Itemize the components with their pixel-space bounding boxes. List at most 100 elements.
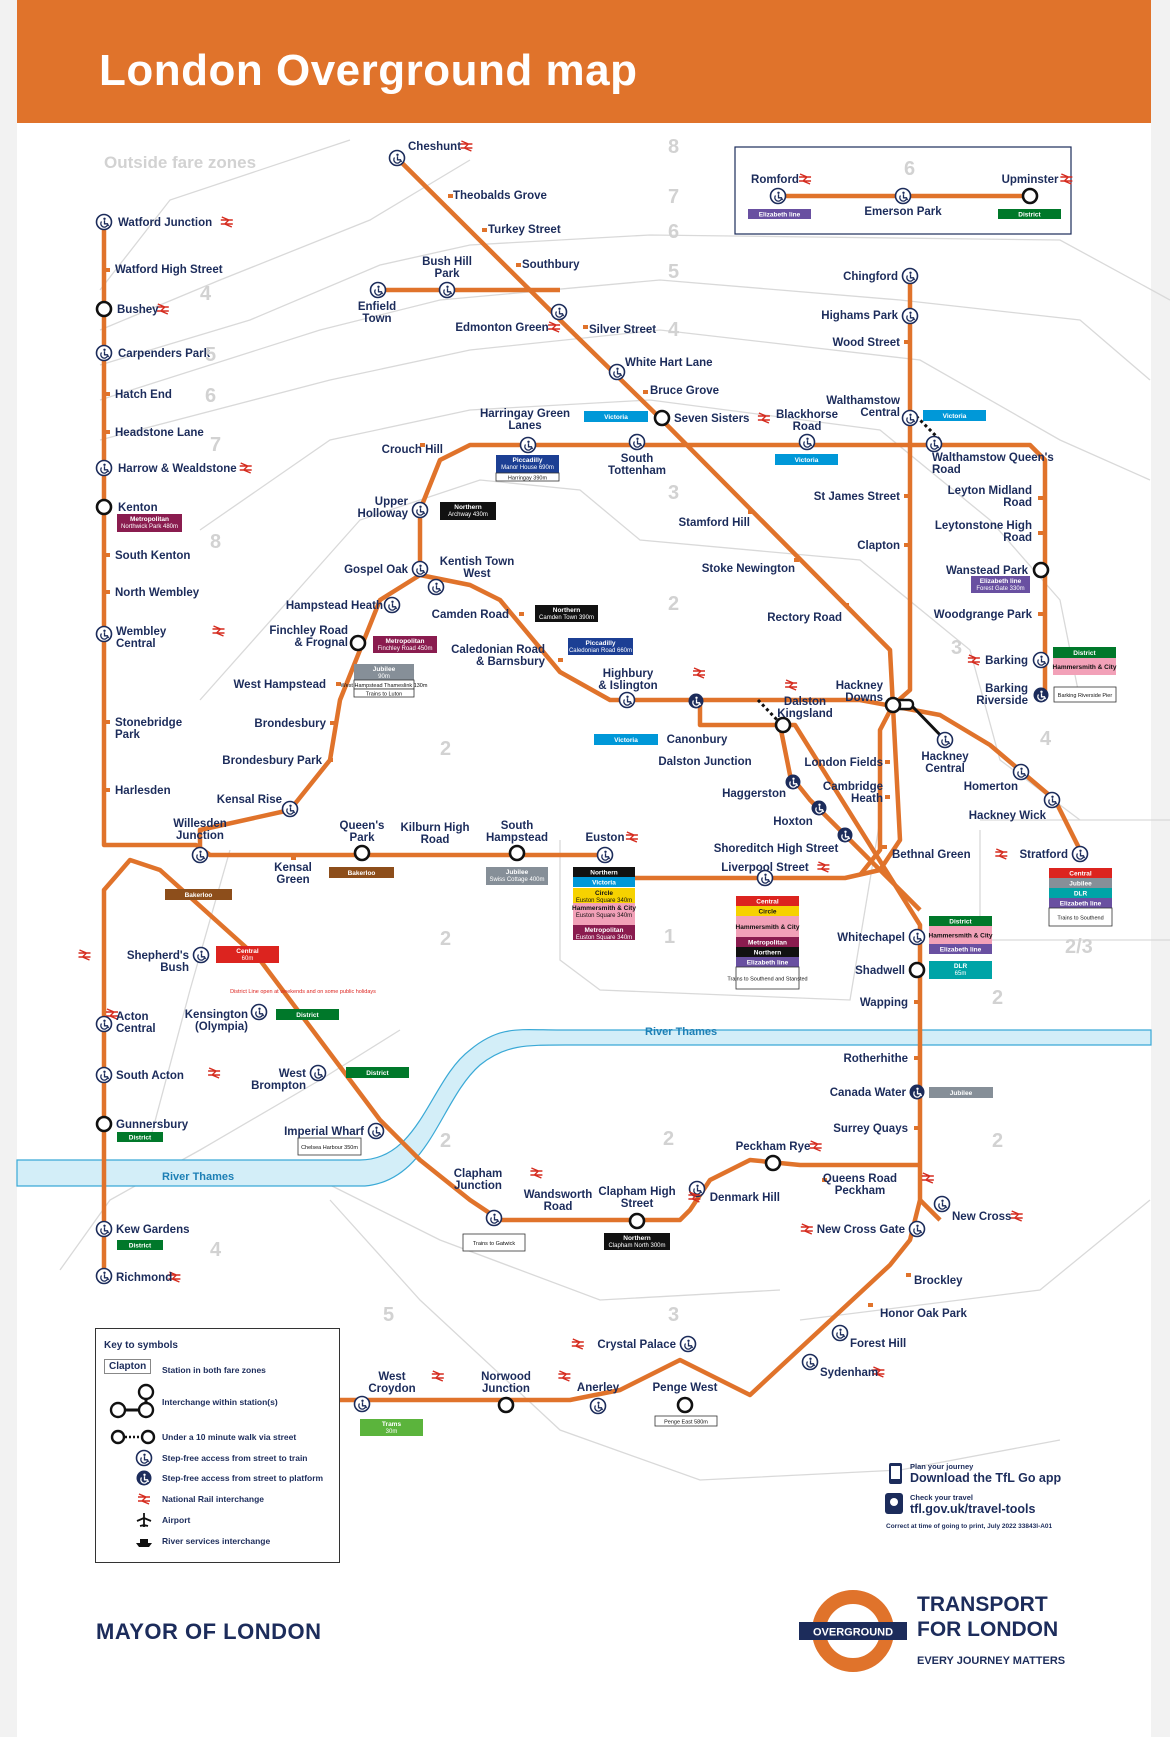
- station-label-brockley[interactable]: Brockley: [914, 1275, 963, 1287]
- station-label-west-hampstead[interactable]: West Hampstead: [234, 679, 326, 691]
- station-queens-road-peckham[interactable]: [822, 1172, 935, 1184]
- station-label-crouch-hill[interactable]: Crouch Hill: [382, 444, 443, 456]
- station-label-whitechapel[interactable]: Whitechapel: [837, 932, 905, 944]
- station-label-surrey-quays[interactable]: Surrey Quays: [833, 1123, 908, 1135]
- station-label-north-wembley[interactable]: North Wembley: [115, 587, 200, 599]
- station-north-wembley[interactable]: [105, 590, 110, 594]
- station-label-theobalds-grove[interactable]: Theobalds Grove: [453, 190, 547, 202]
- station-label-brondesbury-park[interactable]: Brondesbury Park: [222, 755, 322, 767]
- station-hampstead-heath[interactable]: [383, 596, 401, 614]
- station-gunnersbury[interactable]: [95, 1115, 113, 1133]
- station-hackney-central[interactable]: [936, 731, 954, 749]
- station-south-hampstead[interactable]: [508, 844, 526, 862]
- station-label-clapton[interactable]: Clapton: [857, 540, 900, 552]
- station-label-sydenham[interactable]: Sydenham: [820, 1367, 878, 1379]
- station-label-brondesbury[interactable]: Brondesbury: [254, 718, 326, 730]
- station-label-richmond[interactable]: Richmond: [116, 1272, 172, 1284]
- station-hackney-wick[interactable]: [1043, 791, 1061, 809]
- station-south-tottenham[interactable]: [628, 433, 646, 451]
- station-label-wapping[interactable]: Wapping: [860, 997, 908, 1009]
- station-wanstead-park[interactable]: [1032, 561, 1050, 579]
- station-rotherhithe[interactable]: [914, 1056, 919, 1060]
- station-label-hackney-wick[interactable]: Hackney Wick: [969, 810, 1047, 822]
- station-label-southbury[interactable]: Southbury: [522, 259, 580, 271]
- station-carpenders-park[interactable]: [95, 344, 113, 362]
- station-woodgrange-park[interactable]: [1038, 612, 1043, 616]
- station-label-seven-sisters[interactable]: Seven Sisters: [674, 413, 749, 425]
- station-label-st-james-street[interactable]: St James Street: [814, 491, 900, 503]
- station-stonebridge-park[interactable]: [105, 720, 110, 724]
- station-finchley-road-frognal[interactable]: [349, 634, 367, 652]
- station-clapham-high-street[interactable]: [628, 1212, 646, 1230]
- station-clapton[interactable]: [904, 543, 909, 547]
- station-label-cheshunt[interactable]: Cheshunt: [408, 141, 461, 153]
- station-label-carpenders-park[interactable]: Carpenders Park: [118, 348, 211, 360]
- station-label-bethnal-green[interactable]: Bethnal Green: [892, 849, 971, 861]
- station-camden-road[interactable]: [519, 612, 524, 616]
- station-surrey-quays[interactable]: [914, 1126, 919, 1130]
- station-kensal-green[interactable]: [291, 856, 296, 860]
- station-label-imperial-wharf[interactable]: Imperial Wharf: [284, 1126, 364, 1138]
- station-label-emerson-park[interactable]: Emerson Park: [864, 206, 942, 218]
- station-label-liverpool-street[interactable]: Liverpool Street: [721, 862, 809, 874]
- station-markers[interactable]: [77, 140, 1089, 1415]
- station-hoxton[interactable]: [810, 799, 828, 817]
- station-label-kensington-olympia[interactable]: Kensington(Olympia): [185, 1009, 248, 1033]
- station-stamford-hill[interactable]: [748, 510, 753, 514]
- station-st-james-street[interactable]: [904, 494, 909, 498]
- station-label-denmark-hill[interactable]: Denmark Hill: [710, 1192, 780, 1204]
- station-homerton[interactable]: [1012, 763, 1030, 781]
- station-label-finchley-road-frognal[interactable]: Finchley Road& Frognal: [269, 625, 348, 649]
- station-anerley[interactable]: [589, 1397, 607, 1415]
- station-label-harlesden[interactable]: Harlesden: [115, 785, 171, 797]
- station-label-south-acton[interactable]: South Acton: [116, 1070, 184, 1082]
- station-label-chingford[interactable]: Chingford: [843, 271, 898, 283]
- station-crouch-hill[interactable]: [420, 443, 425, 447]
- station-label-euston[interactable]: Euston: [586, 832, 625, 844]
- station-leyton-midland-road[interactable]: [1038, 496, 1043, 500]
- station-label-peckham-rye[interactable]: Peckham Rye: [736, 1141, 811, 1153]
- station-south-acton[interactable]: [95, 1066, 113, 1084]
- station-white-hart-lane[interactable]: [608, 363, 626, 381]
- station-blackhorse-road[interactable]: [798, 433, 816, 451]
- app-download-block[interactable]: Plan your journey Download the TfL Go ap…: [910, 1462, 1061, 1485]
- station-forest-hill[interactable]: [831, 1324, 849, 1342]
- station-headstone-lane[interactable]: [105, 430, 110, 434]
- station-label-hoxton[interactable]: Hoxton: [773, 816, 813, 828]
- station-walthamstow-queens-road[interactable]: [925, 435, 943, 453]
- station-label-london-fields[interactable]: London Fields: [804, 757, 883, 769]
- station-label-watford-junction[interactable]: Watford Junction: [118, 217, 212, 229]
- station-label-upminster[interactable]: Upminster: [1002, 174, 1059, 186]
- station-stoke-newington[interactable]: [794, 558, 799, 562]
- station-label-harrow-wealdstone[interactable]: Harrow & Wealdstone: [118, 463, 237, 475]
- station-cambridge-heath[interactable]: [885, 795, 890, 799]
- station-label-highams-park[interactable]: Highams Park: [821, 310, 898, 322]
- station-honor-oak-park[interactable]: [868, 1303, 873, 1307]
- station-wapping[interactable]: [914, 1000, 919, 1004]
- station-hatch-end[interactable]: [105, 392, 110, 396]
- station-southbury[interactable]: [516, 263, 521, 267]
- station-label-caledonian-road-barnsbury[interactable]: Caledonian Road& Barnsbury: [451, 644, 546, 668]
- station-watford-high-street[interactable]: [105, 268, 110, 272]
- station-label-kenton[interactable]: Kenton: [118, 502, 158, 514]
- station-label-new-cross[interactable]: New Cross: [952, 1211, 1011, 1223]
- station-label-wanstead-park[interactable]: Wanstead Park: [946, 565, 1029, 577]
- station-penge-west[interactable]: [676, 1396, 694, 1414]
- station-gospel-oak[interactable]: [411, 560, 429, 578]
